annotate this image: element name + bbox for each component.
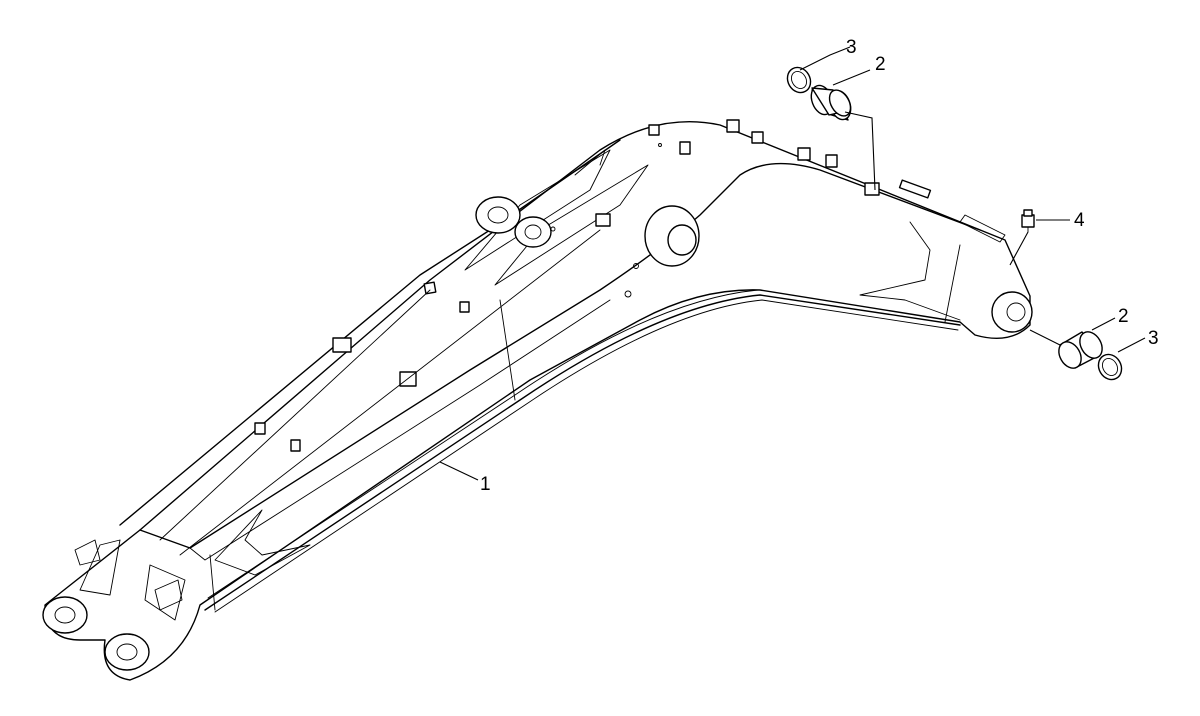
seal-ring-top xyxy=(786,66,812,94)
callout-3-front: 3 xyxy=(1148,328,1159,349)
callout-2-front: 2 xyxy=(1118,306,1129,327)
callout-1: 1 xyxy=(480,474,491,495)
tip-pin-boss xyxy=(991,291,1033,333)
leader-lines xyxy=(439,46,1146,481)
grease-fitting xyxy=(1021,209,1035,233)
callout-3-top: 3 xyxy=(846,37,857,58)
seal-ring-front xyxy=(1097,353,1123,381)
callout-2-top: 2 xyxy=(875,54,886,75)
foot-pin-boss-left xyxy=(42,596,88,634)
callout-4: 4 xyxy=(1074,210,1085,231)
boom-assembly xyxy=(42,119,1033,681)
bushing-top xyxy=(810,84,852,121)
foot-pin-boss-right xyxy=(104,633,150,671)
callouts: 3 2 4 2 3 1 xyxy=(480,37,1159,495)
cylinder-lug-boss xyxy=(475,196,521,234)
bushing-front xyxy=(1058,331,1103,369)
pipe-clamps xyxy=(254,119,1006,452)
